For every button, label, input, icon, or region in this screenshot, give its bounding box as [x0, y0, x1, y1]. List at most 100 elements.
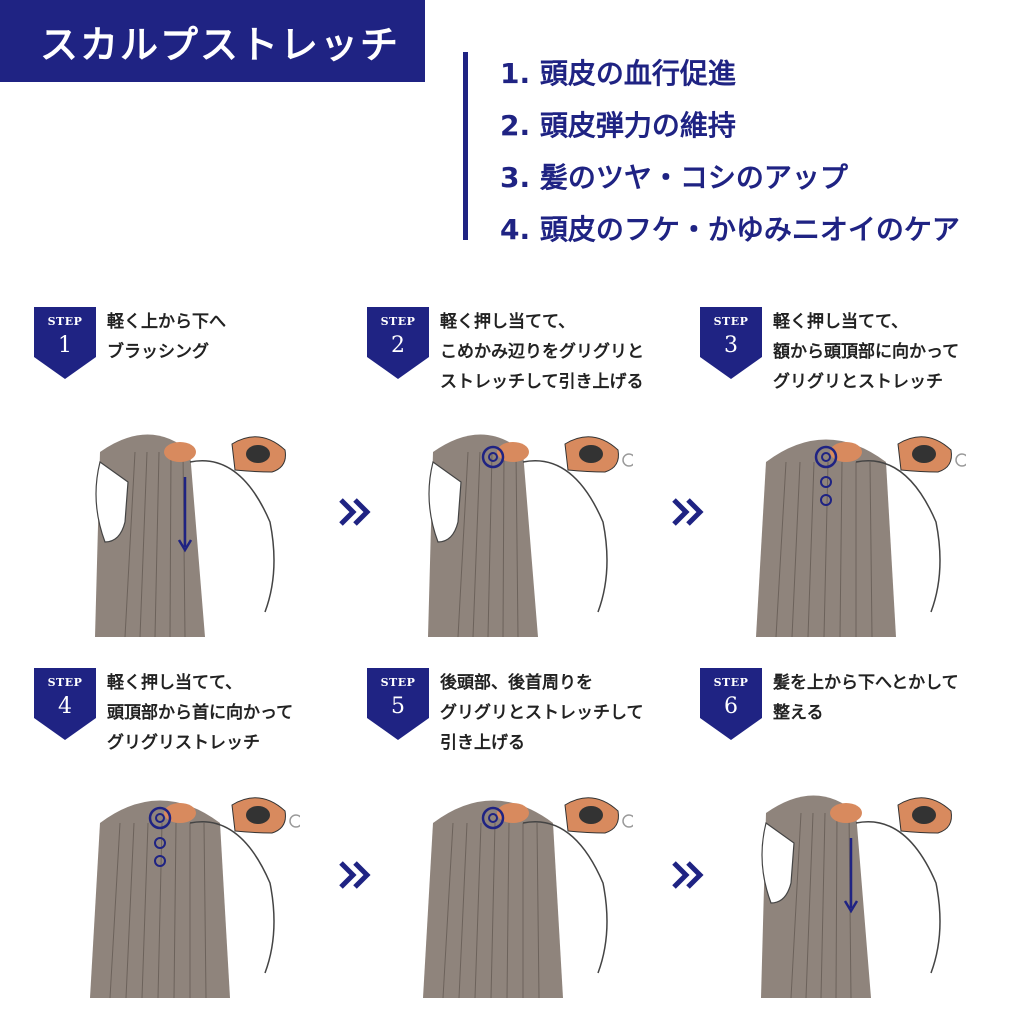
brush-in-hand: [497, 442, 529, 462]
arrow-head-icon: [177, 539, 193, 553]
step-description-line: 軽く押し当てて、: [773, 312, 909, 332]
spiral-icon: [481, 806, 505, 830]
step-number: 6: [724, 694, 738, 719]
hair-strand: [820, 812, 826, 998]
page-title: スカルプストレッチ: [40, 22, 401, 67]
step-description: 軽く押し当てて、頭頂部から首に向かってグリグリストレッチ: [107, 668, 337, 758]
brush-bristles: [912, 806, 936, 824]
step-description-line: 頭頂部から首に向かって: [107, 703, 294, 723]
step-1: STEP 1 軽く上から下へブラッシング: [0, 307, 330, 667]
step-badge: STEP 4: [34, 668, 96, 742]
hair-strand: [457, 451, 469, 637]
step-number: 4: [58, 694, 72, 719]
hair-strand: [169, 451, 172, 637]
step-badge: STEP 1: [34, 307, 96, 381]
face-profile: [761, 821, 795, 904]
step-illustration: [95, 434, 286, 637]
dot-ring: [820, 476, 832, 488]
step-description-line: 軽く押し当てて、: [107, 673, 243, 693]
step-illustration: [423, 797, 633, 998]
hair-strand: [515, 451, 519, 637]
spiral-icon: [148, 806, 172, 830]
step-description-line: 軽く上から下へ: [107, 312, 226, 332]
hair-strand: [506, 822, 510, 998]
hair-strand: [139, 451, 148, 637]
arm-outline: [522, 460, 608, 613]
hair-strand: [125, 822, 135, 998]
face-profile: [428, 460, 462, 543]
spiral-icon: [814, 445, 838, 469]
benefit-divider: [463, 52, 468, 240]
step-badge-shape: [34, 307, 96, 379]
next-chevron-icon: [672, 861, 704, 889]
arm-outline: [189, 460, 275, 613]
rotate-arrow-icon: [955, 453, 966, 467]
benefit-item: 1. 頭皮の血行促進: [500, 57, 736, 90]
hair-strand: [791, 461, 801, 637]
arm-outline: [522, 821, 608, 974]
step-description-line: グリグリとストレッチして: [440, 703, 644, 723]
hair-strand: [490, 822, 496, 998]
step-illustration: [756, 436, 966, 637]
step-description: 後頭部、後首周りをグリグリとストレッチして引き上げる: [440, 668, 670, 758]
step-number: 1: [58, 333, 72, 358]
step-description: 軽く上から下へブラッシング: [107, 307, 337, 367]
next-chevron-icon: [339, 861, 371, 889]
brush-in-hand: [497, 803, 529, 823]
step-description: 軽く押し当てて、こめかみ辺りをグリグリとストレッチして引き上げる: [440, 307, 670, 397]
brush-bristles: [246, 806, 270, 824]
step-badge-shape: [34, 668, 96, 740]
brush-bristles: [579, 445, 603, 463]
hair-strand: [775, 461, 787, 637]
step-label: STEP: [47, 676, 83, 689]
dot-ring: [154, 837, 166, 849]
step-badge-shape: [367, 307, 429, 379]
step-description-line: 引き上げる: [440, 733, 525, 753]
step-label: STEP: [380, 315, 416, 328]
hair-strand: [154, 451, 160, 637]
step-description-line: ブラッシング: [107, 342, 209, 362]
step-description-line: 軽く押し当てて、: [440, 312, 576, 332]
step-badge: STEP 2: [367, 307, 429, 381]
hair-strand: [472, 451, 481, 637]
dot-ring: [154, 855, 166, 867]
benefit-item: 4. 頭皮のフケ・かゆみニオイのケア: [500, 213, 960, 246]
step-illustration: [761, 795, 952, 998]
brush-in-hand: [164, 803, 196, 823]
hair-strand: [442, 822, 454, 998]
hair-strand: [141, 822, 149, 998]
step-illustration: [90, 797, 300, 998]
step-description-line: こめかみ辺りをグリグリと: [440, 342, 644, 362]
step-description-line: 後頭部、後首周りを: [440, 673, 593, 693]
benefit-list: 1. 頭皮の血行促進 2. 頭皮弾力の維持 3. 髪のツヤ・コシのアップ 4. …: [500, 48, 1020, 256]
step-description-line: 整える: [773, 703, 824, 723]
step-description: 軽く押し当てて、額から頭頂部に向かってグリグリとストレッチ: [773, 307, 1003, 397]
spiral-core: [821, 452, 831, 462]
brush-in-hand: [164, 442, 196, 462]
hair-strand: [835, 812, 838, 998]
benefit-item: 3. 髪のツヤ・コシのアップ: [500, 161, 848, 194]
hair-strand: [109, 822, 121, 998]
hair-strand: [474, 822, 482, 998]
brush-bristles: [246, 445, 270, 463]
step-number: 2: [391, 333, 405, 358]
spiral-core: [488, 452, 498, 462]
step-number: 5: [391, 694, 405, 719]
next-chevron-icon: [672, 498, 704, 526]
step-label: STEP: [47, 315, 83, 328]
step-illustration: [428, 434, 633, 637]
benefit-item: 2. 頭皮弾力の維持: [500, 109, 736, 142]
step-4: STEP 4 軽く押し当てて、頭頂部から首に向かってグリグリストレッチ: [0, 668, 330, 1024]
step-description-line: グリグリストレッチ: [107, 733, 260, 753]
rotate-arrow-icon: [289, 814, 300, 828]
step-badge-shape: [700, 307, 762, 379]
step-badge-shape: [700, 668, 762, 740]
title-banner: スカルプストレッチ: [0, 0, 425, 82]
next-chevron-icon: [339, 498, 371, 526]
step-description-line: 額から頭頂部に向かって: [773, 342, 960, 362]
hair-strand: [839, 461, 843, 637]
